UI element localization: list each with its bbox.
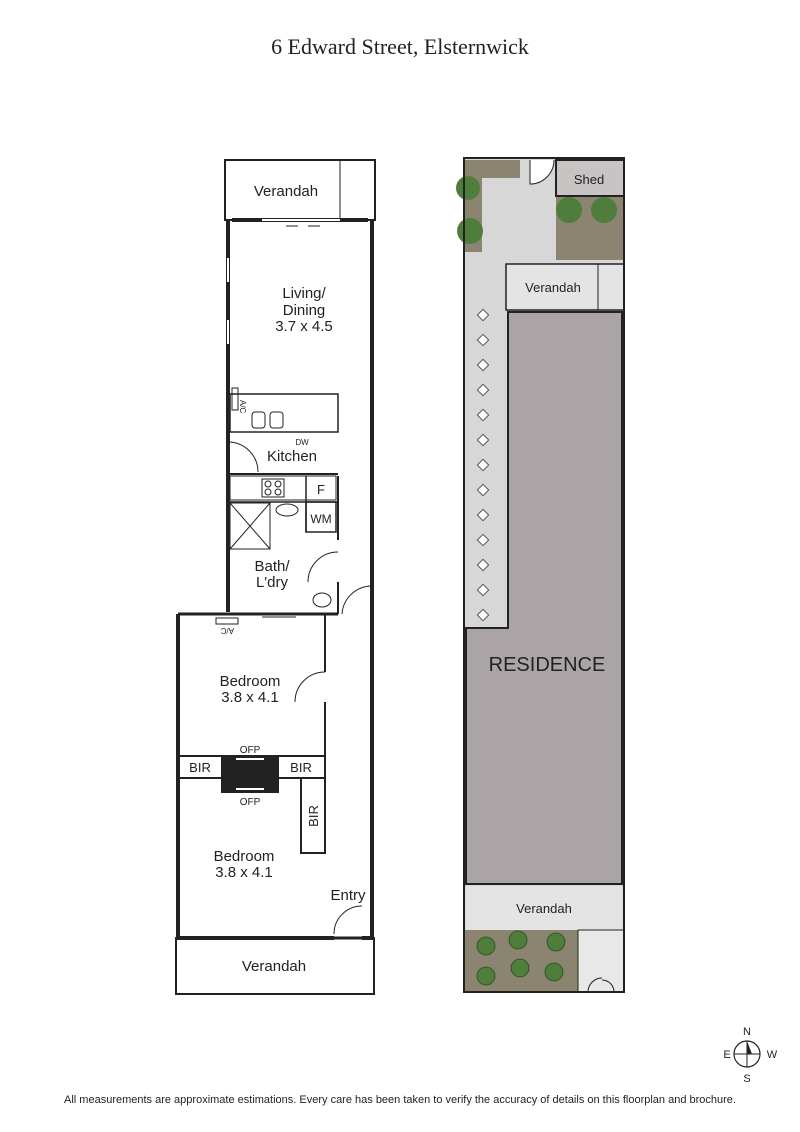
rear-verandah-label: Verandah bbox=[254, 183, 318, 200]
compass-north-arrow bbox=[747, 1041, 752, 1054]
bedroom1-door-swing bbox=[294, 671, 326, 703]
tree-4 bbox=[591, 197, 617, 223]
compass-w: W bbox=[767, 1049, 778, 1061]
bedroom1-label: Bedroom bbox=[220, 673, 281, 690]
front-gate-swing bbox=[587, 977, 615, 993]
bir-vertical-label: BIR bbox=[306, 805, 321, 827]
bedroom2-dimensions: 3.8 x 4.1 bbox=[215, 864, 273, 881]
ac-label: A/C bbox=[238, 400, 247, 414]
sink-1 bbox=[251, 411, 266, 429]
rear-gate-swing bbox=[529, 159, 555, 185]
basin bbox=[275, 503, 299, 517]
bedroom1-dimensions: 3.8 x 4.1 bbox=[221, 689, 279, 706]
fireplace bbox=[221, 755, 279, 793]
shed-box bbox=[555, 159, 625, 197]
ac-unit bbox=[231, 387, 239, 411]
wm-box bbox=[305, 501, 337, 533]
kitchen-label: Kitchen bbox=[267, 448, 317, 465]
residence-footprint bbox=[465, 311, 623, 885]
wm-label: WM bbox=[310, 512, 331, 526]
kitchen-island bbox=[229, 393, 339, 433]
burner-1 bbox=[264, 480, 272, 488]
site-front-verandah-label: Verandah bbox=[516, 901, 572, 916]
toilet bbox=[312, 592, 332, 608]
entry-label: Entry bbox=[330, 887, 366, 904]
site-front-verandah bbox=[466, 886, 622, 930]
shed-label: Shed bbox=[574, 172, 604, 187]
bath-door-swing bbox=[307, 551, 339, 583]
residence-label: RESIDENCE bbox=[489, 654, 606, 676]
living-label-2: Dining bbox=[283, 302, 326, 319]
site-rear-verandah-label: Verandah bbox=[525, 280, 581, 295]
entry-door-swing bbox=[333, 905, 363, 935]
ac-unit-2 bbox=[215, 617, 239, 625]
front-verandah-label: Verandah bbox=[242, 958, 306, 975]
kitchen-bench bbox=[229, 475, 337, 501]
site-outline bbox=[463, 157, 625, 993]
page-title: 6 Edward Street, Elsternwick bbox=[271, 34, 529, 59]
hall-door-swing bbox=[341, 585, 373, 615]
front-path bbox=[577, 929, 625, 993]
front-verandah-outline bbox=[175, 937, 375, 995]
floor-plan bbox=[175, 159, 376, 995]
front-plants bbox=[476, 930, 566, 986]
compass-e: E bbox=[723, 1049, 730, 1061]
disclaimer-text: All measurements are approximate estimat… bbox=[64, 1094, 736, 1106]
site-plan-labels: Shed Verandah RESIDENCE Verandah bbox=[489, 172, 606, 916]
site-plan bbox=[456, 157, 625, 993]
compass-s: S bbox=[743, 1073, 750, 1085]
compass-n: N bbox=[743, 1026, 751, 1038]
cooktop bbox=[261, 478, 285, 498]
dw-label: DW bbox=[295, 438, 309, 447]
burner-2 bbox=[274, 480, 282, 488]
tree-2 bbox=[457, 218, 483, 244]
site-rear-verandah bbox=[505, 263, 625, 311]
bir-right-label: BIR bbox=[290, 760, 312, 775]
ofp-bottom-label: OFP bbox=[240, 797, 261, 808]
ofp-top-label: OFP bbox=[240, 745, 261, 756]
kitchen-door-swing bbox=[227, 441, 259, 473]
living-dimensions: 3.7 x 4.5 bbox=[275, 318, 333, 335]
burner-3 bbox=[264, 488, 272, 496]
bir-left-label: BIR bbox=[189, 760, 211, 775]
fridge-label: F bbox=[317, 482, 325, 497]
stepping-stones bbox=[476, 308, 490, 622]
tree-3 bbox=[556, 197, 582, 223]
burner-4 bbox=[274, 488, 282, 496]
shower-x2 bbox=[229, 502, 271, 550]
sink-2 bbox=[269, 411, 284, 429]
compass: N E W S bbox=[723, 1026, 777, 1085]
floor-plan-labels: Verandah Living/ Dining 3.7 x 4.5 A/C DW… bbox=[189, 183, 366, 975]
tree-1 bbox=[456, 176, 480, 200]
bath-label-1: Bath/ bbox=[254, 558, 290, 575]
living-label-1: Living/ bbox=[282, 285, 326, 302]
shower bbox=[229, 502, 271, 550]
bath-label-2: L'dry bbox=[256, 574, 289, 591]
ac-label-2: A/C bbox=[220, 626, 234, 635]
bir-vertical-box bbox=[300, 777, 326, 854]
bedroom2-label: Bedroom bbox=[214, 848, 275, 865]
